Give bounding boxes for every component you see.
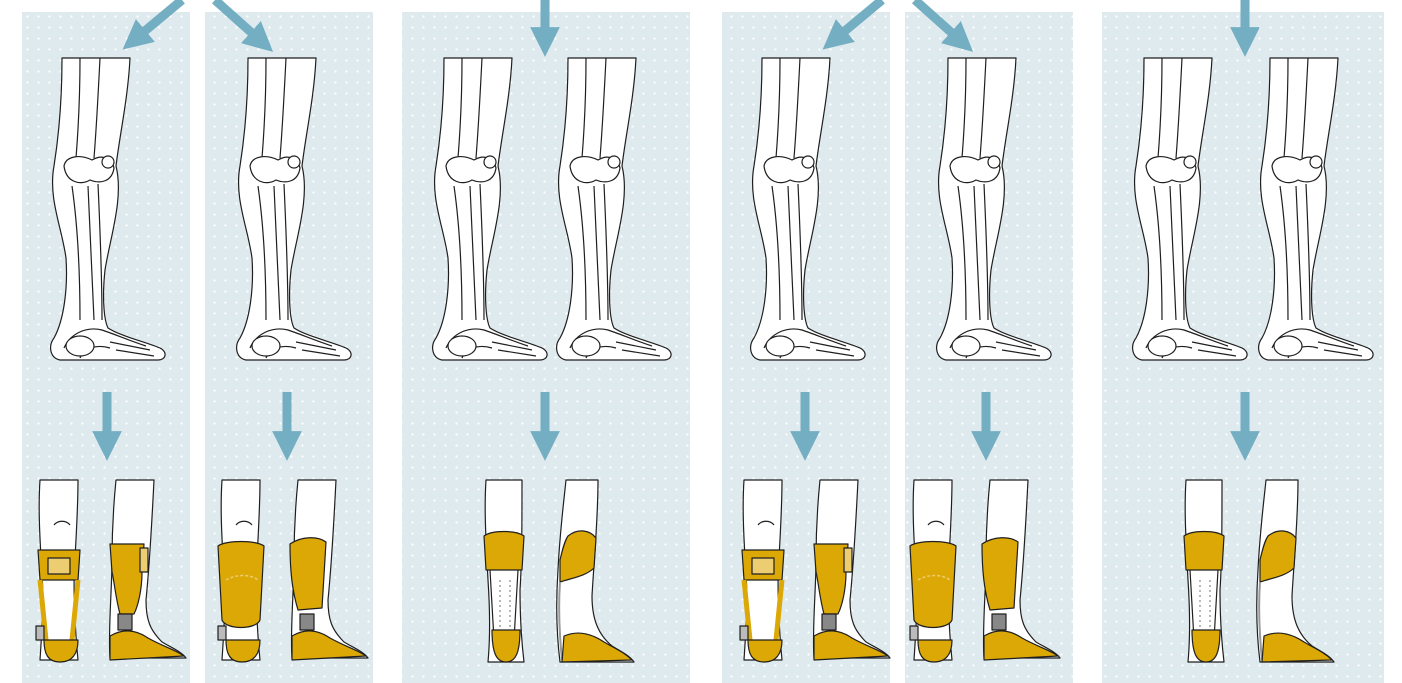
calcaneus-icon [1274,336,1302,356]
calcaneus-icon [952,336,980,356]
ankle-joint-icon [740,626,748,640]
calcaneus-icon [766,336,794,356]
calf-shell-side [290,538,326,610]
ankle-joint-icon [36,626,44,640]
velcro-strap-side [844,548,852,572]
calcaneus-icon [448,336,476,356]
velcro-strap-side [140,548,148,572]
calf-shell [218,542,264,628]
calf-cuff [1184,532,1224,571]
ankle-joint-icon [910,626,918,640]
ankle-joint-icon [218,626,226,640]
patella-icon [288,156,300,168]
calf-shell-side [982,538,1018,610]
patella-icon [988,156,1000,168]
patella-icon [1310,156,1322,168]
patella-icon [1184,156,1196,168]
ankle-joint-icon [300,614,314,630]
calcaneus-icon [252,336,280,356]
heel-cup [492,630,520,662]
patella-icon [102,156,114,168]
ankle-joint-icon [118,614,132,630]
calcaneus-icon [572,336,600,356]
calcaneus-icon [1148,336,1176,356]
patella-icon [608,156,620,168]
calf-cuff [484,532,524,571]
calcaneus-icon [66,336,94,356]
velcro-strap [48,558,70,574]
velcro-strap [752,558,774,574]
ankle-joint-icon [992,614,1006,630]
calf-shell [910,542,956,628]
patella-icon [802,156,814,168]
ankle-joint-icon [822,614,836,630]
patella-icon [484,156,496,168]
heel-cup [1192,630,1220,662]
